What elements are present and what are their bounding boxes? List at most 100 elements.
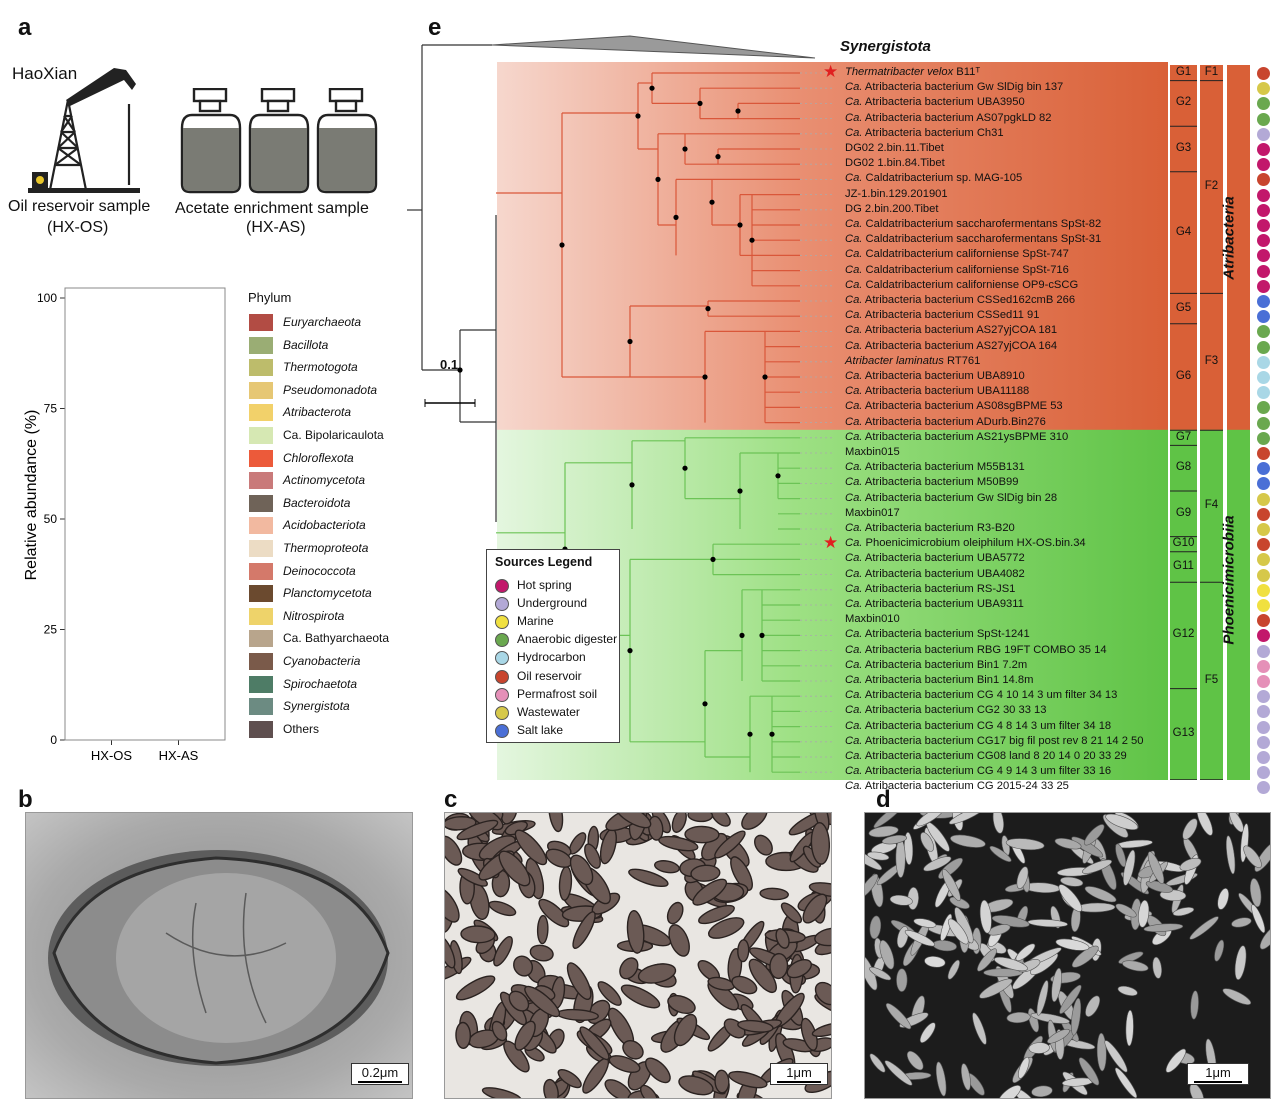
clade-label-phoenicimicrobiia: Phoenicimicrobiia bbox=[1220, 515, 1238, 645]
leaf-name-italic: Ca. bbox=[845, 294, 863, 306]
leaf-name-italic: Ca. bbox=[845, 734, 863, 747]
tree-node bbox=[697, 100, 703, 106]
cell bbox=[814, 927, 831, 947]
cell bbox=[1114, 1067, 1138, 1098]
tree-leaf-label: Ca. Phoenicimicrobium oleiphilum HX-OS.b… bbox=[845, 537, 1086, 550]
cell bbox=[869, 915, 882, 940]
cell bbox=[1084, 824, 1105, 846]
source-dot bbox=[1257, 143, 1270, 156]
leaf-name-italic: Ca. bbox=[845, 567, 863, 580]
tree-node bbox=[649, 85, 655, 91]
cell bbox=[737, 939, 750, 963]
cell bbox=[1190, 990, 1199, 1020]
tree-leaf-label: Ca. Atribacteria bacterium CG2 30 33 13 bbox=[845, 704, 1047, 717]
leaf-name: JZ-1.bin.129.201901 bbox=[845, 187, 948, 200]
source-dot bbox=[1257, 644, 1270, 658]
tree-leaf-label: Ca. Atribacteria bacterium UBA5772 bbox=[845, 552, 1025, 565]
tem-image-cell-section: 1μm bbox=[444, 812, 832, 1099]
source-dot bbox=[1257, 371, 1270, 384]
y-tick-label: 75 bbox=[44, 402, 58, 416]
source-legend-dot bbox=[495, 705, 509, 720]
source-dot bbox=[1257, 720, 1270, 734]
cell bbox=[455, 1021, 472, 1049]
source-dot bbox=[1257, 401, 1270, 415]
leaf-name: DG02 1.bin.84.Tibet bbox=[845, 157, 945, 170]
tree-leaf-label: Maxbin015 bbox=[845, 446, 900, 459]
cell bbox=[1189, 916, 1219, 940]
panel-label-d: d bbox=[876, 786, 891, 813]
tree-node bbox=[739, 632, 745, 639]
leaf-name-suffix: Atribacteria bacterium ADurb.Bin276 bbox=[862, 415, 1046, 428]
source-legend-dot bbox=[495, 669, 509, 684]
group-label: G5 bbox=[1175, 301, 1192, 314]
cell bbox=[1078, 1057, 1100, 1086]
leaf-name: DG02 2.bin.11.Tibet bbox=[845, 142, 944, 154]
cell bbox=[885, 1003, 912, 1030]
leaf-name-italic: Ca. bbox=[845, 370, 863, 382]
leaf-name-italic: Ca. bbox=[845, 537, 863, 550]
leaf-name-italic: Ca. bbox=[845, 461, 863, 474]
cell bbox=[941, 868, 961, 902]
cell bbox=[690, 864, 721, 882]
source-legend-dot bbox=[495, 651, 509, 666]
cell bbox=[895, 838, 906, 878]
cell bbox=[993, 956, 1028, 972]
tree-leaf-label: DG 2.bin.200.Tibet bbox=[845, 203, 939, 216]
cell bbox=[1152, 956, 1162, 979]
cell bbox=[924, 956, 946, 968]
cell bbox=[548, 813, 564, 833]
cell bbox=[1225, 835, 1236, 875]
tree-leaf-label: Ca. Atribacteria bacterium CG 4 10 14 3 … bbox=[845, 689, 1117, 702]
leaf-name-suffix: Atribacteria bacterium CG08 land 8 20 14… bbox=[862, 750, 1127, 762]
source-dot bbox=[1257, 67, 1270, 80]
source-dot bbox=[1257, 568, 1270, 582]
tree-leaf-label: Ca. Caldatribacterium saccharofermentans… bbox=[845, 218, 1101, 231]
legend-swatch bbox=[249, 540, 273, 557]
tree-leaf-label: Ca. Atribacteria bacterium R3-B20 bbox=[845, 522, 1015, 535]
group-label: G7 bbox=[1175, 430, 1192, 443]
leaf-name-suffix: Caldatribacterium saccharofermentans SpS… bbox=[862, 233, 1102, 246]
cell bbox=[687, 813, 714, 823]
cell bbox=[983, 968, 1023, 978]
legend-swatch bbox=[249, 472, 273, 490]
cell bbox=[1018, 1056, 1030, 1079]
cell bbox=[1059, 984, 1082, 1014]
leaf-name: DG 2.bin.200.Tibet bbox=[845, 202, 939, 215]
y-axis-label: Relative abundance (%) bbox=[23, 410, 40, 581]
leaf-name-suffix: Atribacteria bacterium CG 4 10 14 3 um f… bbox=[862, 689, 1118, 702]
cell bbox=[1047, 1028, 1070, 1044]
cell bbox=[572, 911, 596, 950]
legend-label: Deinococcota bbox=[283, 563, 356, 578]
cell bbox=[871, 841, 897, 855]
cell bbox=[1096, 1032, 1107, 1072]
cell bbox=[445, 886, 460, 923]
cell bbox=[1117, 985, 1138, 996]
source-dot bbox=[1257, 355, 1270, 369]
cell bbox=[728, 1070, 768, 1089]
cell bbox=[1031, 1085, 1053, 1098]
source-dot bbox=[1257, 249, 1270, 263]
tree-leaf-label: Ca. Atribacteria bacterium AS27yjCOA 181 bbox=[845, 324, 1057, 337]
cell bbox=[640, 1084, 659, 1098]
source-dot bbox=[1257, 340, 1270, 354]
cell bbox=[1105, 813, 1139, 830]
leaf-name-suffix: Atribacteria bacterium Gw SlDig bin 28 bbox=[862, 491, 1058, 504]
cell bbox=[508, 990, 530, 1012]
source-legend-dot bbox=[495, 597, 509, 612]
legend-label: Planctomycetota bbox=[283, 586, 372, 601]
cell bbox=[538, 898, 570, 928]
leaf-name-italic: Ca. bbox=[845, 750, 863, 762]
cell bbox=[873, 813, 904, 828]
tree-leaf-label: DG02 2.bin.11.Tibet bbox=[845, 142, 944, 155]
cell bbox=[579, 1026, 610, 1061]
leaf-name-suffix: Atribacteria bacterium RBG 19FT COMBO 35… bbox=[862, 643, 1107, 656]
tree-leaf-label: Ca. Atribacteria bacterium AS08sgBPME 53 bbox=[845, 400, 1063, 413]
cell bbox=[808, 882, 831, 898]
cell bbox=[457, 867, 488, 887]
group-label: G8 bbox=[1175, 461, 1192, 474]
tree-leaf-label: Maxbin017 bbox=[845, 507, 900, 520]
cell bbox=[802, 893, 828, 924]
leaf-name-italic: Ca. bbox=[845, 491, 863, 504]
cell bbox=[979, 899, 992, 934]
tree-node bbox=[655, 176, 661, 182]
